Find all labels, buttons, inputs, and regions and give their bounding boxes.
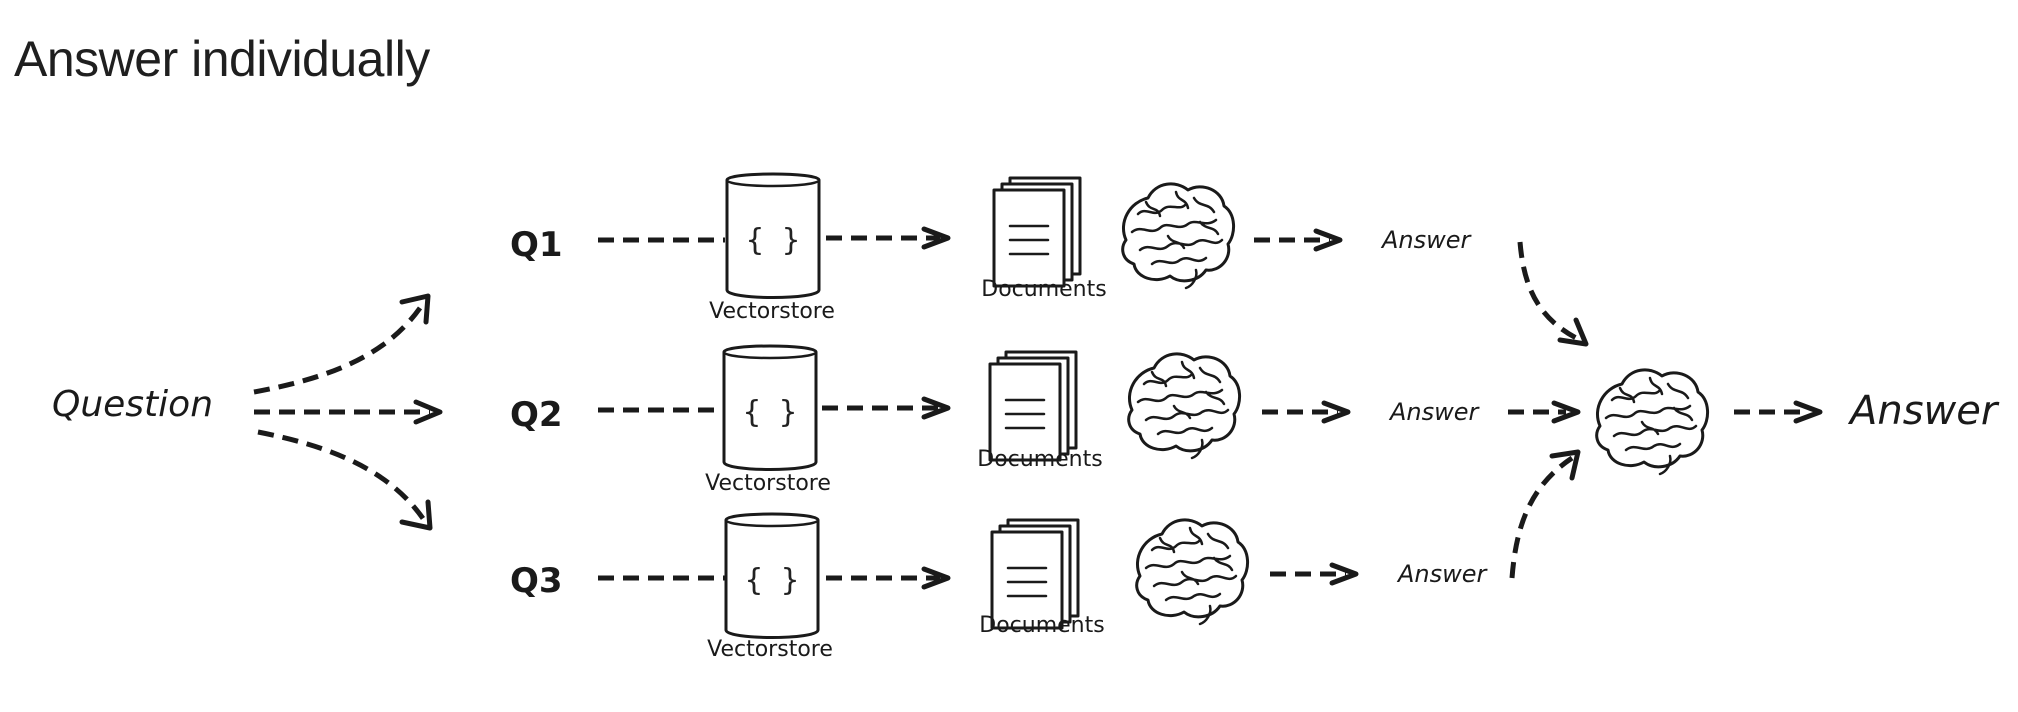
documents-label: Documents [979, 613, 1104, 638]
answer-label: Answer [1396, 560, 1489, 588]
documents-icon [990, 518, 1080, 630]
row-q2: Q2 { } Vectorstore Documents Answer [510, 344, 1481, 496]
store-braces: { } [746, 223, 800, 258]
query-label: Q3 [510, 561, 563, 601]
store-braces: { } [745, 563, 799, 598]
merge-arrow-bottom [1509, 449, 1581, 579]
vectorstore-label: Vectorstore [705, 471, 831, 496]
answer-label: Answer [1388, 398, 1481, 426]
fanout-arrow-q3 [257, 429, 433, 531]
store-braces: { } [743, 395, 797, 430]
documents-icon [988, 350, 1078, 462]
row-q3: Q3 { } Vectorstore Documents Answer [510, 512, 1489, 662]
vectorstore-label: Vectorstore [707, 637, 833, 662]
llm-brain-icon [1135, 518, 1250, 626]
vectorstore-label: Vectorstore [709, 299, 835, 324]
llm-brain-icon [1127, 352, 1242, 460]
row-q1: Q1 { } Vectorstore Documents Answer [510, 172, 1473, 324]
fanout-arrow-q1 [253, 293, 431, 395]
final-brain-icon [1595, 368, 1710, 476]
merge-arrow-top [1517, 241, 1589, 347]
final-answer-label: Answer [1847, 388, 2000, 434]
documents-label: Documents [981, 277, 1106, 302]
documents-icon [992, 176, 1082, 288]
fanout-arrow-q2 [254, 399, 443, 425]
page-title: Answer individually [14, 31, 430, 87]
query-label: Q2 [510, 395, 563, 435]
llm-brain-icon [1121, 182, 1236, 290]
final-arrow-head [1793, 400, 1823, 424]
question-label: Question [52, 384, 213, 425]
documents-label: Documents [977, 447, 1102, 472]
answer-label: Answer [1380, 226, 1473, 254]
query-label: Q1 [510, 225, 563, 265]
merge-arrow-mid [1508, 400, 1581, 424]
